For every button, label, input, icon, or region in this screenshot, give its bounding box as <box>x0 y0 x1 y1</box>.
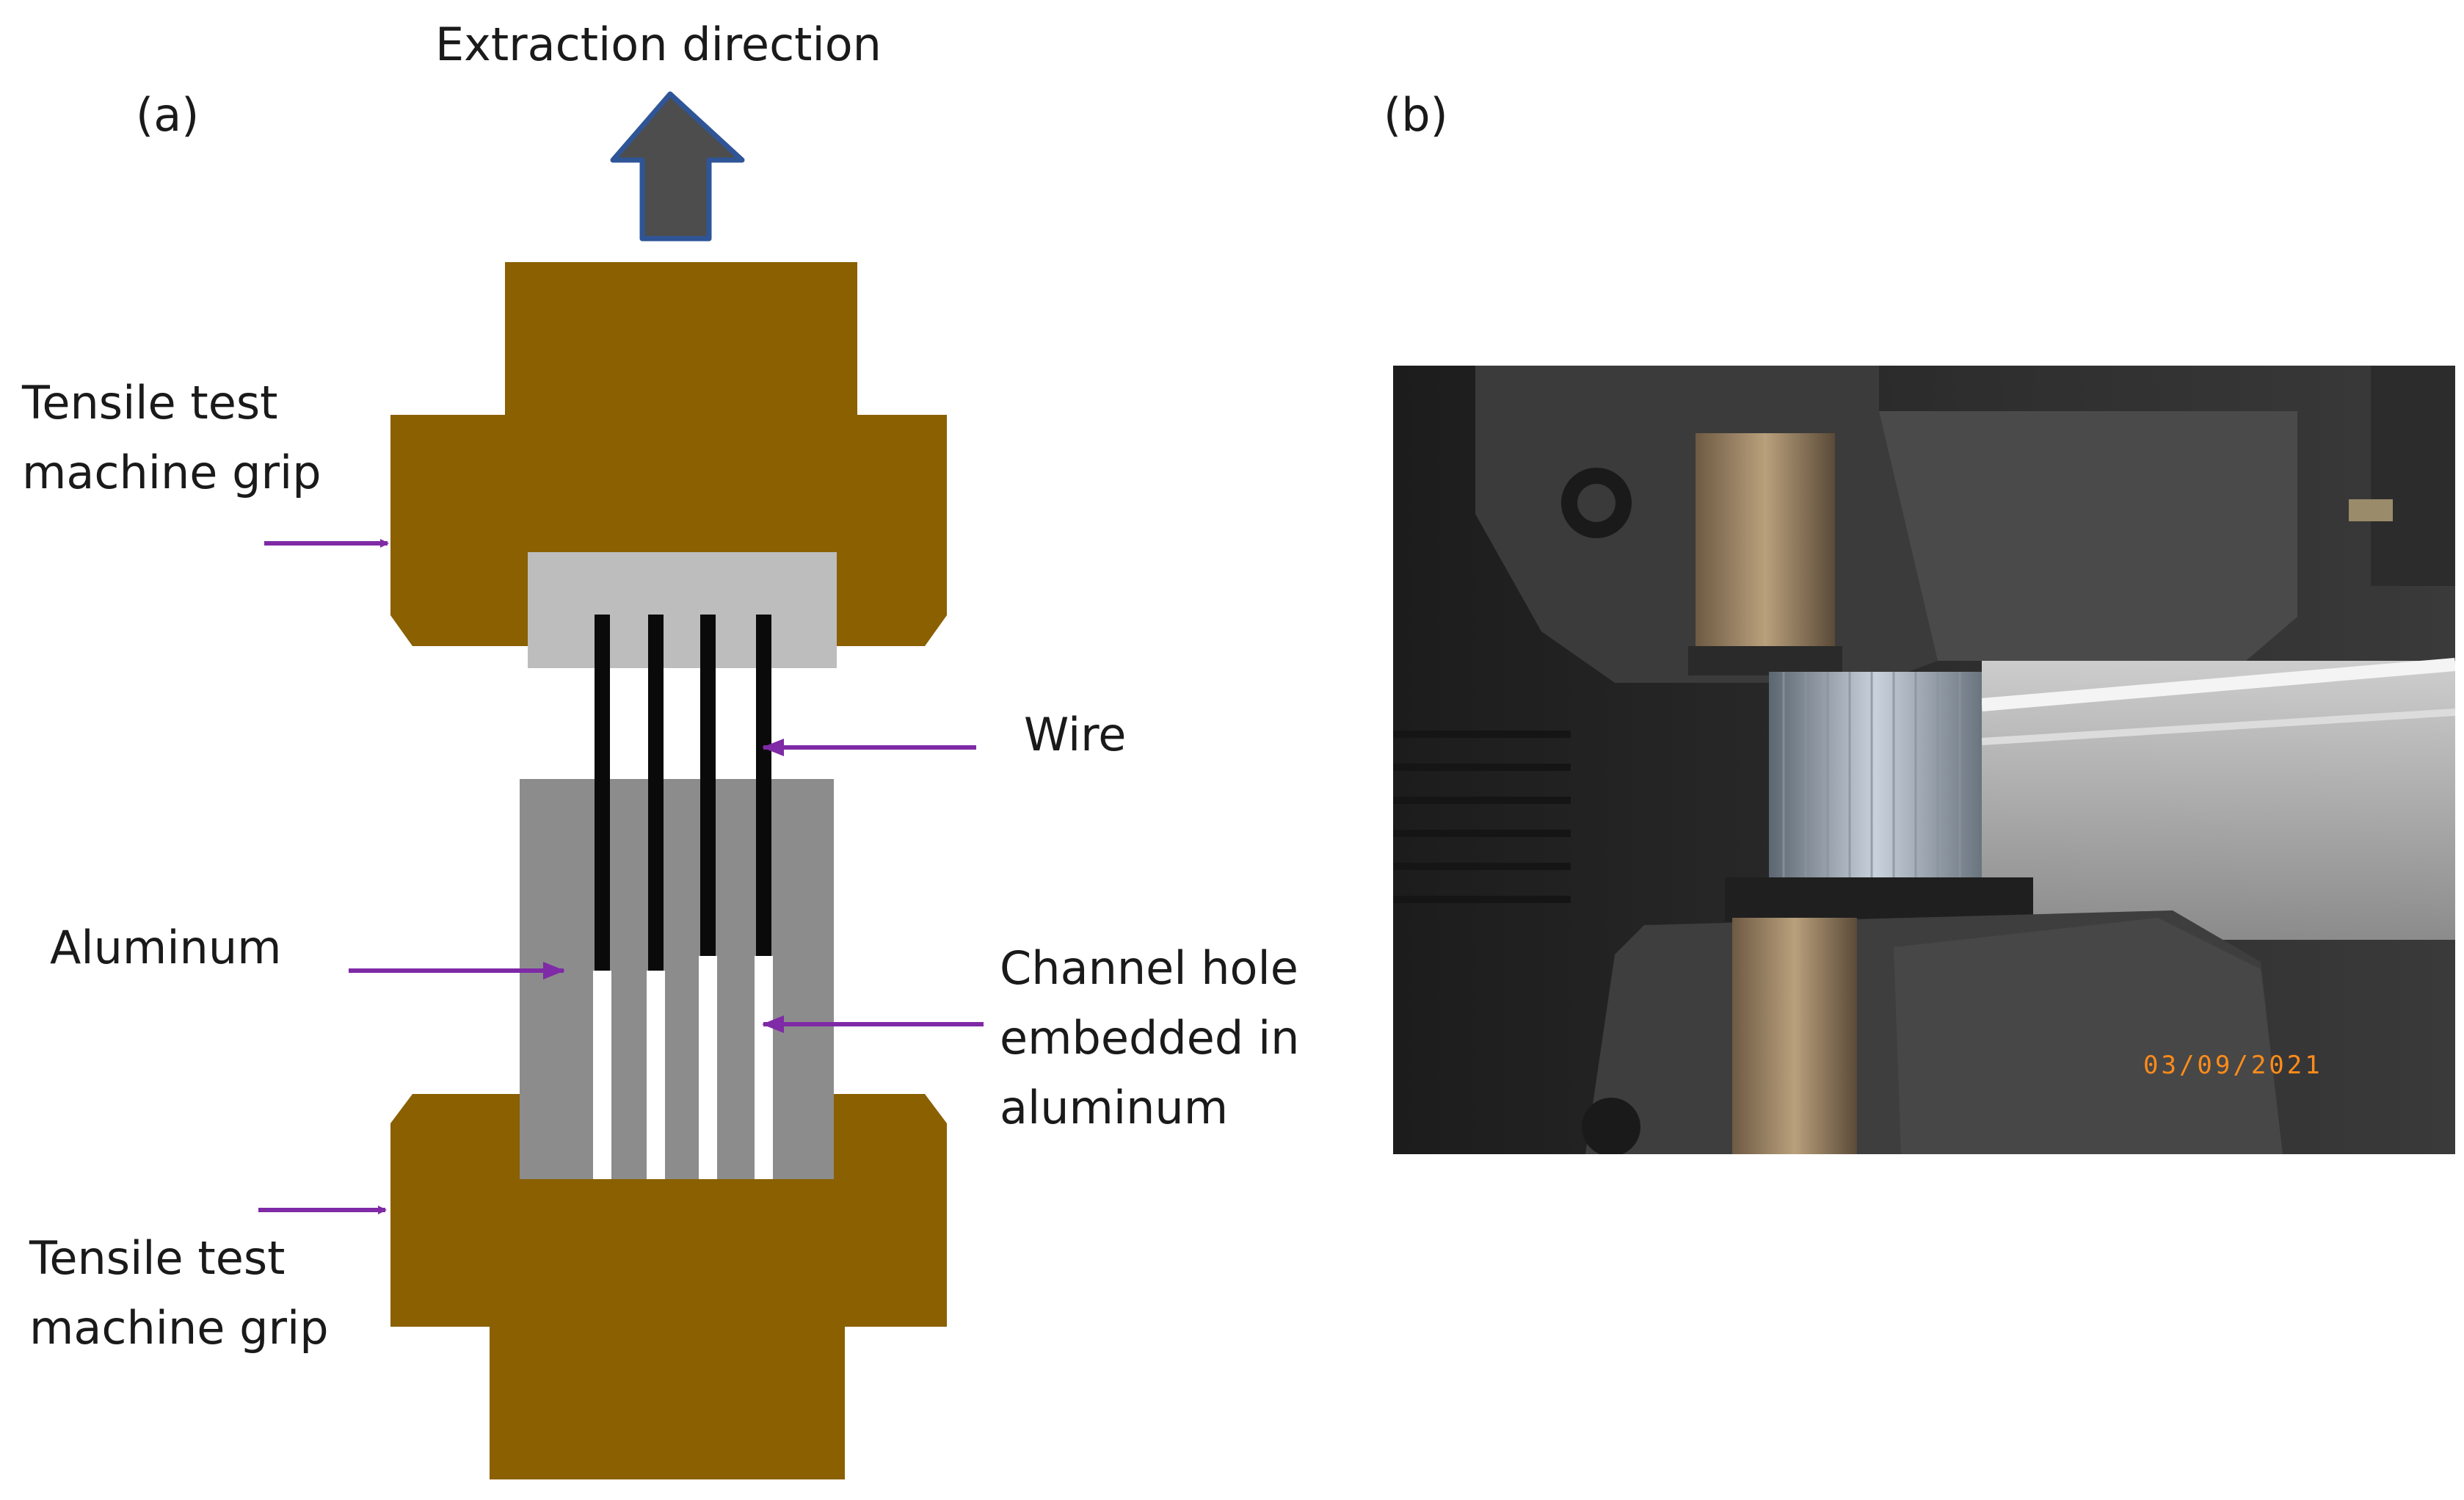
aluminum-label: Aluminum <box>50 921 282 974</box>
channel-label-line1: Channel hole <box>1000 941 1298 995</box>
panel-a-label: (a) <box>136 88 199 142</box>
extraction-direction-title: Extraction direction <box>435 18 882 71</box>
wire-3 <box>700 615 716 956</box>
wire-4 <box>756 615 771 956</box>
wire-2 <box>648 615 664 971</box>
grip-label-top-line2: machine grip <box>22 446 321 499</box>
panel-b-label: (b) <box>1384 88 1448 142</box>
channel-hole-2 <box>647 971 665 1179</box>
photo-date-stamp: 03/09/2021 <box>2143 1051 2323 1080</box>
aluminum-block <box>520 779 834 1179</box>
test-photo: 03/09/2021 <box>1393 366 2455 1154</box>
top-insert <box>528 552 837 668</box>
photo-wire-bundle <box>1769 672 1982 885</box>
wire-label: Wire <box>1024 708 1126 761</box>
channel-hole-4 <box>755 956 773 1186</box>
grip-label-bottom-line2: machine grip <box>29 1301 329 1355</box>
channel-hole-1 <box>593 971 611 1179</box>
bottom-grip <box>390 1094 947 1479</box>
channel-label-line2: embedded in <box>1000 1011 1299 1065</box>
grip-label-bottom-line1: Tensile test <box>29 1231 285 1285</box>
panel-b: (b) <box>1384 88 2455 1154</box>
extraction-arrow-icon <box>610 91 745 242</box>
channel-label-line3: aluminum <box>1000 1081 1228 1134</box>
photo-background-slats <box>1393 731 1571 903</box>
grip-label-top-line1: Tensile test <box>21 376 277 430</box>
top-grip <box>390 262 947 646</box>
channel-hole-3 <box>699 956 717 1186</box>
wire-1 <box>595 615 610 971</box>
panel-a: (a) Extraction direction Tensile test ma… <box>21 18 1299 1479</box>
